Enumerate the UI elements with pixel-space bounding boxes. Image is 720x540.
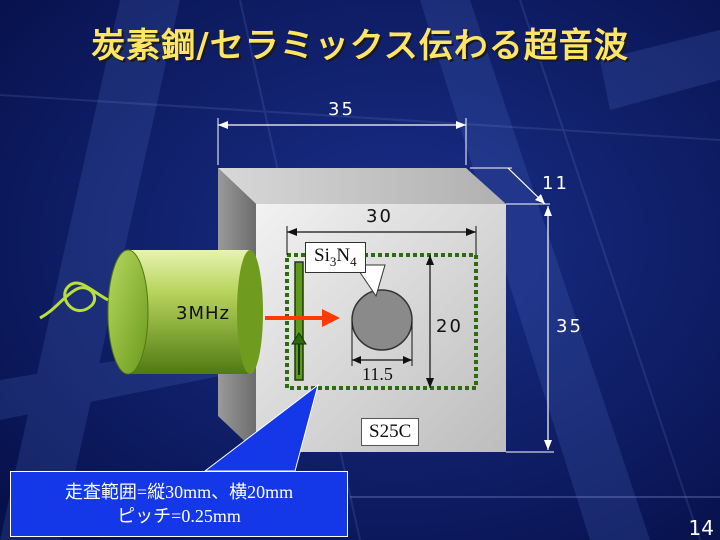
block-top-face bbox=[218, 168, 506, 204]
scan-range-text: 走査範囲=縦30mm、横20mm bbox=[64, 482, 294, 502]
dim-width-scan: 30 bbox=[366, 206, 393, 227]
page-number: 14 bbox=[688, 516, 714, 540]
transducer-end bbox=[237, 250, 263, 374]
scan-pitch-text: ピッチ=0.25mm bbox=[117, 506, 241, 526]
transducer-frequency-label: 3MHz bbox=[176, 303, 230, 324]
dim-height-outer: 35 bbox=[556, 316, 583, 337]
transducer-cap bbox=[107, 249, 149, 375]
insert-material-callout: Si3N4 bbox=[305, 242, 366, 273]
scan-info-box: 走査範囲=縦30mm、横20mm ピッチ=0.25mm bbox=[10, 471, 348, 537]
scan-area bbox=[285, 253, 478, 390]
dim-depth: 11 bbox=[542, 173, 569, 194]
dim-insert-diameter: 11.5 bbox=[362, 364, 393, 384]
insert-material-subscript-1: 3 bbox=[329, 253, 337, 269]
block-material-label: S25C bbox=[361, 418, 420, 446]
slide-title: 炭素鋼/セラミックス伝わる超音波 bbox=[91, 26, 629, 66]
dim-height-scan: 20 bbox=[436, 316, 463, 337]
dim-width-outer: 35 bbox=[328, 99, 355, 120]
beam-arrow-head bbox=[322, 309, 340, 327]
scan-path-bar bbox=[294, 261, 304, 381]
insert-material-mid: N bbox=[336, 245, 351, 266]
insert-material-subscript-2: 4 bbox=[350, 253, 357, 269]
insert-material-main: Si bbox=[314, 245, 330, 266]
ceramic-insert bbox=[351, 289, 413, 351]
transducer-cable bbox=[39, 281, 109, 320]
